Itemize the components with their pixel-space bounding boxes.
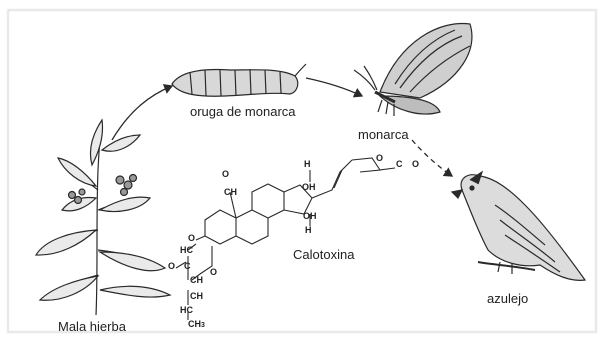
- arrow-butterfly-to-bird: [412, 140, 452, 176]
- chem-hc: HC: [180, 246, 193, 255]
- monarch-caterpillar-illustration: [172, 64, 306, 96]
- chem-o-ring: O: [210, 268, 217, 277]
- calotoxin-structure: [176, 158, 395, 320]
- label-plant: Mala hierba: [58, 320, 126, 333]
- label-compound: Calotoxina: [293, 248, 354, 261]
- label-butterfly: monarca: [358, 128, 409, 141]
- ring-b: [236, 210, 268, 244]
- chem-ch-mid: CH: [190, 276, 203, 285]
- chem-ch3: CH3: [188, 320, 205, 329]
- label-bird: azulejo: [487, 292, 528, 305]
- chem-ch-2: CH: [190, 292, 203, 301]
- chem-ch3-base: CH: [188, 319, 201, 329]
- chem-hc-2: HC: [180, 306, 193, 315]
- chem-h-upper: H: [304, 160, 311, 169]
- arrow-caterpillar-to-butterfly: [306, 78, 362, 96]
- monarch-butterfly-illustration: [354, 24, 472, 116]
- label-caterpillar: oruga de monarca: [190, 105, 296, 118]
- ring-a: [205, 210, 236, 244]
- chem-o-left: O: [168, 262, 175, 271]
- chem-lactone-o: O: [376, 154, 383, 163]
- chem-o-top: O: [222, 170, 229, 179]
- chem-aldehyde: CH: [224, 188, 237, 197]
- chem-lactone-c: C: [396, 160, 403, 169]
- chem-h-lower: H: [305, 226, 312, 235]
- arrow-plant-to-caterpillar: [112, 86, 172, 140]
- milkweed-plant-illustration: [36, 120, 170, 315]
- chem-c-keto: C: [184, 262, 191, 271]
- chem-o-junction: O: [188, 234, 195, 243]
- chem-oh-lower: OH: [303, 212, 317, 221]
- chem-lactone-o2: O: [412, 160, 419, 169]
- chem-ch3-subscript: 3: [201, 322, 205, 329]
- blue-jay-bird-illustration: [452, 172, 585, 280]
- chem-oh-upper: OH: [302, 183, 316, 192]
